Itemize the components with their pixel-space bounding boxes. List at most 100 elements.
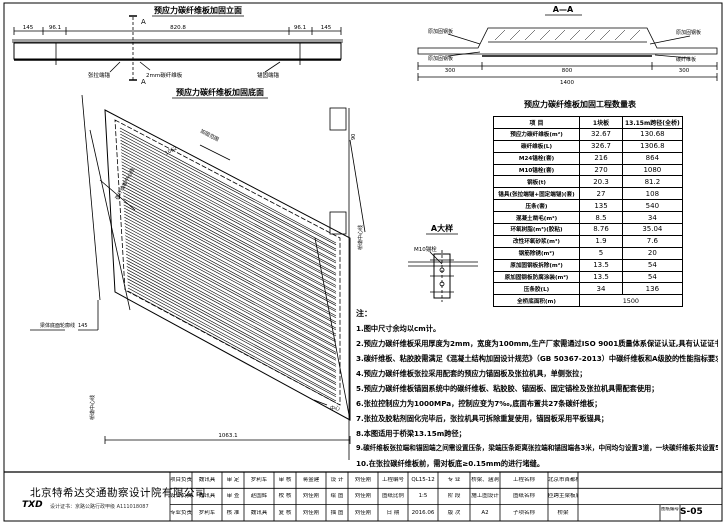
bottom-label-mid: 加固范围	[199, 128, 220, 144]
sheet-number-label: 图纸编号	[661, 507, 679, 512]
carbon-plate-strip	[127, 278, 337, 391]
carbon-plate-strip	[119, 127, 337, 244]
carbon-plate-strip	[126, 272, 337, 385]
carbon-plate-strip	[125, 238, 337, 353]
table-cell-item: 碳纤维板(L)	[493, 139, 580, 153]
table-cell-item: 混凝土凿毛(m²)	[493, 211, 580, 225]
section-mark-bottom: A	[141, 78, 146, 86]
carbon-plate-strip	[120, 140, 337, 256]
title-block-cell: 罗利军	[250, 477, 268, 483]
note-4: 4.预应力碳纤维板张拉采用配套的预应力锚固板及张拉机具，单侧张拉；	[356, 369, 587, 378]
note-5: 5.预应力碳纤维板锚固系统中的碳纤维板、粘胶胶、锚固板、固定锚栓及张拉机具需配套…	[356, 384, 659, 393]
carbon-plate-strip	[126, 263, 337, 377]
note-9: 9.碳纤维板张拉端和锚固端之间需设置压条，梁端压条距离张拉端和锚固端各3米，中间…	[356, 444, 718, 452]
carbon-plate-strip	[127, 284, 337, 397]
title-block-cell: 刘佳刚	[302, 493, 320, 500]
sec-dim-2: 800	[562, 68, 573, 74]
company-logo: TXD	[22, 500, 43, 510]
carbon-plate-strip	[121, 164, 337, 280]
title-block-cell: 2016.06	[411, 509, 435, 516]
title-block-cell: 桥梁	[557, 509, 569, 516]
notes-block: 注： 1.图中尺寸余均以cm计。 2.预应力碳纤维板采用厚度为2mm，宽度为10…	[356, 306, 718, 471]
carbon-plate-strip	[121, 152, 337, 268]
carbon-plate-strip	[124, 229, 337, 343]
elev-dim-4: 96.1	[294, 25, 306, 31]
title-block-cell: 复 核	[278, 509, 292, 516]
carbon-plate-strip	[123, 201, 337, 317]
section-mark-top: A	[141, 18, 146, 26]
section-title: A—A	[553, 5, 574, 14]
bottom-view	[30, 94, 366, 460]
table-cell-value: 32.67	[579, 127, 623, 141]
title-block-cell: 图纸比例	[381, 493, 404, 500]
table-cell-value: 864	[622, 151, 683, 165]
quantity-title: 预应力碳纤维板加固工程数量表	[524, 99, 637, 109]
sec-label-bl: 原加固钢板	[428, 55, 453, 62]
carbon-plate-strip	[127, 275, 337, 390]
bottom-label-plate-cl: 碳纤维板中心线	[114, 167, 137, 201]
elev-dim-3: 820.8	[170, 25, 186, 31]
table-cell-value: 1.9	[579, 234, 623, 248]
carbon-plate-strip	[123, 198, 337, 312]
table-header-row: 项 目 1块板 13.15m跨径(全桥)	[493, 116, 683, 129]
carbon-plate-strip	[122, 189, 337, 305]
carbon-plate-strip	[121, 155, 337, 270]
table-cell-item: 环氧树脂(m³)(胶粘)	[493, 223, 580, 236]
elev-dim-1: 145	[23, 25, 34, 31]
table-header-one-plate: 1块板	[579, 116, 623, 129]
detail-title: A大样	[431, 223, 453, 233]
company-certificate: 设计证书：京路公路行政甲级 A111018087	[50, 504, 149, 510]
table-cell-item: 压条胶(L)	[493, 282, 580, 296]
title-block-cell: 1:5	[418, 493, 428, 500]
title-block-cell: 施工图设计	[471, 493, 499, 500]
carbon-plate-strip	[126, 269, 337, 384]
carbon-plate-strip	[124, 226, 337, 341]
carbon-plate-strip	[125, 247, 337, 361]
title-block-cell: 日 期	[386, 509, 400, 516]
title-block-cell: 校 核	[278, 493, 292, 500]
table-cell-value: 13.5	[579, 270, 623, 284]
carbon-plate-strip	[123, 204, 337, 318]
title-block-cell: 版 次	[447, 509, 461, 516]
carbon-plate-strip	[121, 167, 337, 282]
carbon-plate-strip	[126, 253, 337, 367]
table-cell-value: 270	[579, 163, 623, 177]
title-block-cell: 魏讯具	[198, 477, 216, 483]
title-block-cell: 赵国辉	[250, 493, 268, 500]
bottom-dim-left: 145	[78, 323, 88, 329]
table-header-full-bridge: 13.15m跨径(全桥)	[622, 116, 683, 129]
detail-a	[408, 250, 478, 302]
table-cell-value: 326.7	[579, 139, 623, 153]
title-block-cell: 匝跨主梁板底预应力碳纤维加固图	[548, 493, 578, 500]
carbon-plate-strip	[123, 210, 337, 325]
title-block-cell: 审 查	[226, 493, 240, 500]
table-cell-value: 8.5	[579, 211, 623, 225]
carbon-plate-strip	[127, 290, 337, 404]
carbon-plate-strip	[121, 158, 337, 274]
note-8: 8.本图适用于桥梁13.15m跨径；	[356, 429, 466, 438]
carbon-plate-strip	[122, 183, 337, 298]
note-10: 10.在张拉碳纤维板前，需对板底≥0.15mm的进行堵缝。	[356, 459, 545, 468]
carbon-plate-strip	[120, 136, 337, 252]
table-cell-value: 5	[579, 246, 623, 260]
table-cell-value: 27	[579, 187, 623, 201]
table-cell-item: 原加固钢板防腐涂装(m²)	[493, 270, 580, 284]
table-cell-value: 54	[622, 258, 683, 272]
carbon-plate-strip	[122, 173, 337, 288]
bottom-label-left-pier: 桥墩中心线	[89, 395, 96, 420]
sec-label-br: 碳纤维板	[676, 56, 696, 63]
table-cell-value: 1500	[579, 294, 683, 308]
carbon-plate-strip	[126, 256, 337, 371]
notes-heading: 注：	[356, 309, 372, 318]
title-block-cell: 工程编号	[381, 477, 404, 483]
title-block-cell: 设 计	[330, 477, 344, 483]
carbon-plate-strip	[120, 133, 337, 250]
bottom-dim-top: 1062	[164, 145, 178, 156]
carbon-plate-strip	[125, 241, 337, 355]
